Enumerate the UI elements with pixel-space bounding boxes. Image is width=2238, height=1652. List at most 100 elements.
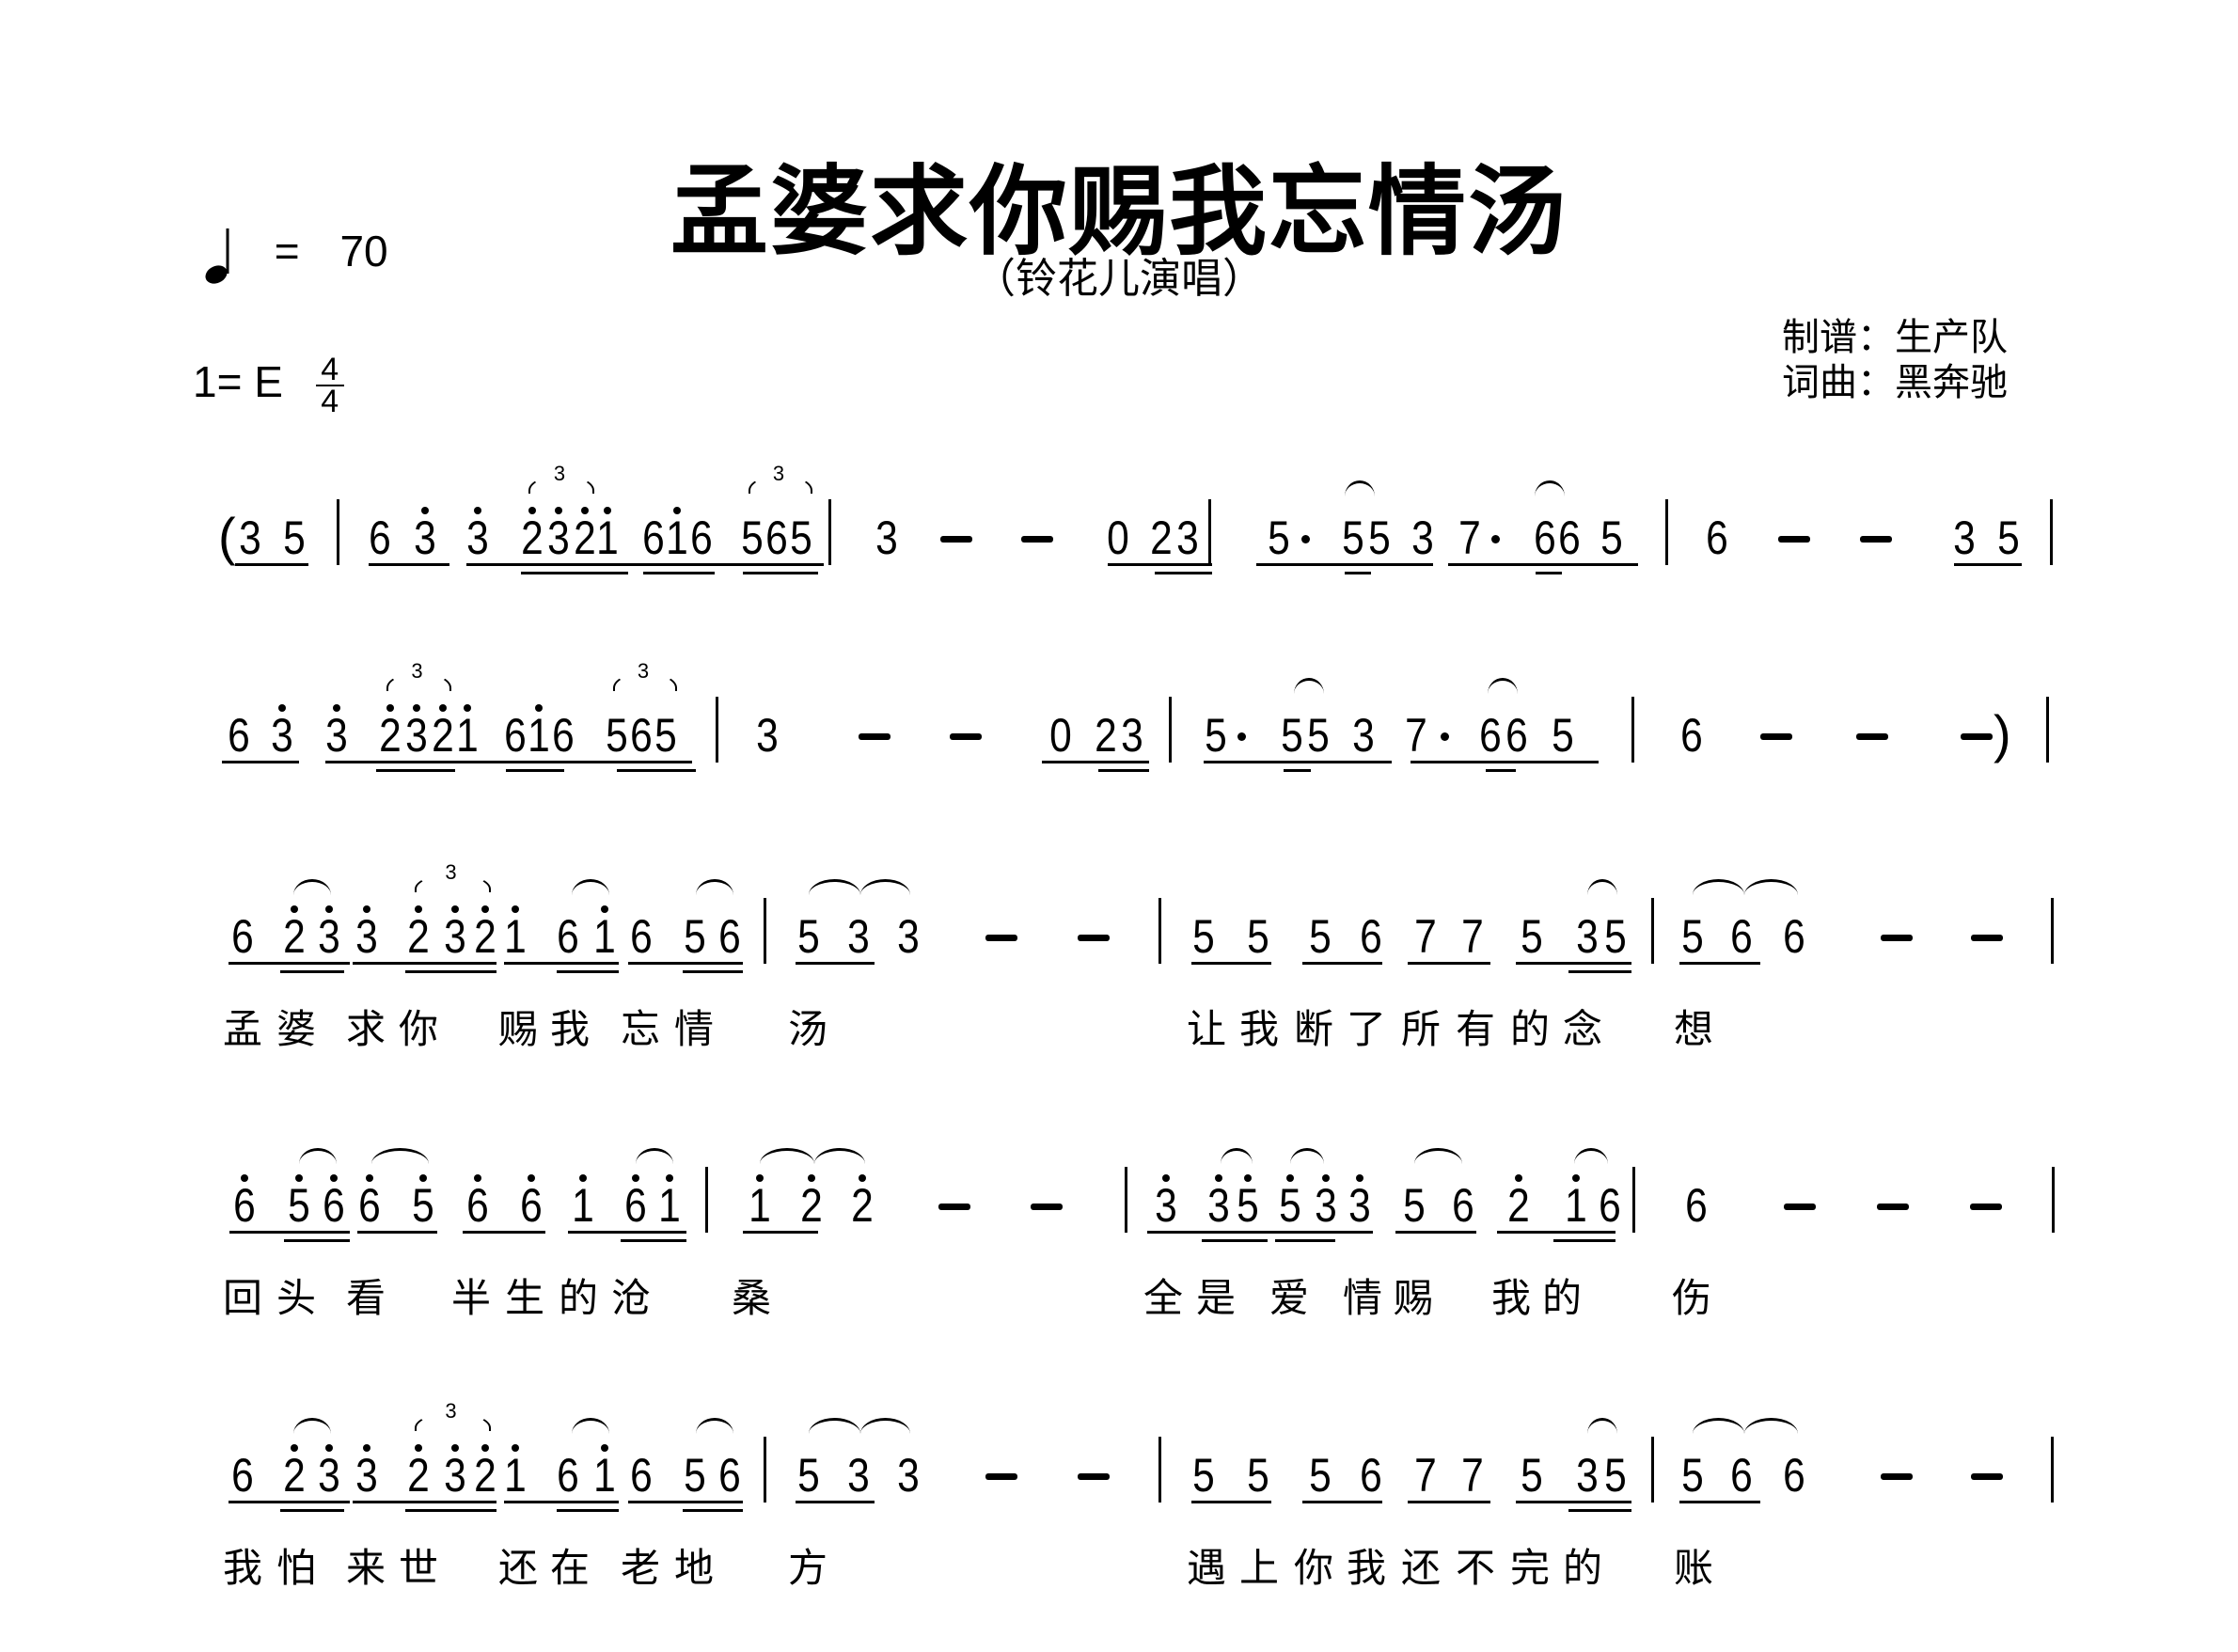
beam-underline — [557, 1509, 619, 1512]
octave-dot-above — [673, 507, 681, 514]
beam-underline — [280, 1509, 344, 1512]
beam-underline — [521, 572, 628, 574]
note-digit: 6 — [369, 511, 391, 564]
note-digit: 5 — [1279, 1179, 1301, 1232]
note-digit: 0 — [1107, 511, 1129, 564]
beam-underline — [222, 761, 299, 763]
slur-arc — [293, 879, 331, 895]
note-digit: 2 — [283, 1449, 306, 1502]
lyric-char: 断 — [1294, 1006, 1334, 1052]
beam-underline — [1679, 1501, 1760, 1503]
note-digit: 7 — [1458, 511, 1481, 564]
extension-dash — [1970, 1204, 2002, 1210]
beam-underline — [683, 1509, 743, 1512]
beam-underline — [1486, 769, 1516, 772]
note-digit: 5 — [1247, 1449, 1269, 1502]
lyric-char: 你 — [399, 1006, 439, 1052]
key-signature: 1= E 4 4 — [193, 354, 344, 417]
beam-underline — [621, 1239, 686, 1242]
extension-dash — [1778, 536, 1810, 543]
note-digit: 3 — [1352, 709, 1375, 762]
beam-underline — [1147, 1231, 1373, 1234]
note-digit: 1 — [596, 511, 619, 564]
octave-dot-above — [295, 1174, 303, 1182]
octave-dot-above — [421, 507, 429, 514]
note-digit: 5 — [1307, 709, 1330, 762]
note-digit: 3 — [875, 511, 898, 564]
barline — [1169, 697, 1172, 763]
note-digit: 2 — [474, 1449, 496, 1502]
note-digit: 0 — [1049, 709, 1072, 762]
lyric-char: 求 — [346, 1006, 386, 1052]
time-signature: 4 4 — [315, 354, 344, 417]
beam-underline — [1108, 563, 1212, 566]
octave-dot-above — [415, 905, 422, 913]
note-digit: 6 — [557, 1449, 579, 1502]
barline — [337, 499, 339, 565]
octave-dot-above — [366, 1174, 373, 1182]
octave-dot-above — [604, 507, 611, 514]
note-digit: 6 — [718, 1449, 741, 1502]
beam-underline — [1345, 572, 1371, 574]
beam-underline — [1954, 563, 2022, 566]
extension-dash — [938, 1204, 970, 1210]
beam-underline — [506, 769, 564, 772]
lyric-char: 情 — [1343, 1275, 1383, 1321]
lyric-char: 是 — [1196, 1275, 1237, 1321]
lyric-char: 情 — [674, 1006, 715, 1052]
extension-dash — [1971, 935, 2003, 941]
note-digit: 6 — [1599, 1179, 1621, 1232]
note-digit: 5 — [1268, 511, 1290, 564]
note-digit: 6 — [1360, 910, 1382, 963]
beam-underline — [357, 1231, 437, 1234]
beam-underline — [504, 962, 619, 965]
slur-arc — [809, 879, 860, 895]
note-digit: 5 — [1604, 910, 1627, 963]
note-digit: 6 — [690, 511, 713, 564]
note-digit: 7 — [1414, 1449, 1437, 1502]
note-digit: 6 — [520, 1179, 543, 1232]
extension-dash — [1078, 935, 1110, 941]
extension-dash — [1971, 1473, 2003, 1480]
note-digit: 5 — [1247, 910, 1269, 963]
note-digit: 3 — [466, 511, 489, 564]
note-digit: 3 — [897, 1449, 920, 1502]
note-digit: 3 — [1176, 511, 1199, 564]
note-digit: 3 — [1576, 1449, 1599, 1502]
note-digit: 3 — [1348, 1179, 1371, 1232]
note-digit: 6 — [557, 910, 579, 963]
slur-arc — [860, 879, 910, 895]
note-digit: 5 — [741, 511, 764, 564]
beam-underline — [353, 962, 496, 965]
octave-dot-above — [413, 704, 420, 712]
note-digit: 6 — [1783, 1449, 1805, 1502]
repeat-paren: ( — [218, 507, 236, 566]
extension-dash — [1961, 733, 1993, 740]
note-digit: 3 — [1155, 1179, 1177, 1232]
note-digit: 3 — [1121, 709, 1143, 762]
note-digit: 2 — [432, 709, 454, 762]
note-digit: 2 — [574, 511, 596, 564]
lyric-char: 赐 — [498, 1006, 539, 1052]
extension-dash — [1856, 733, 1888, 740]
lyric-char: 我 — [550, 1006, 591, 1052]
note-digit: 2 — [1507, 1179, 1530, 1232]
note-digit: 6 — [624, 1179, 647, 1232]
octave-dot-above — [325, 1444, 333, 1452]
lyric-char: 所 — [1401, 1006, 1442, 1052]
beam-underline — [628, 1501, 743, 1503]
lyric-char: 不 — [1456, 1545, 1496, 1591]
note-digit: 5 — [1997, 511, 2020, 564]
beam-underline — [1408, 962, 1490, 965]
lyric-char: 全 — [1143, 1275, 1184, 1321]
lyric-char: 半 — [451, 1275, 492, 1321]
beam-underline — [280, 970, 344, 973]
note-digit: 1 — [504, 910, 527, 963]
note-digit: 5 — [1403, 1179, 1426, 1232]
octave-dot-above — [1244, 1174, 1252, 1182]
extension-dash — [859, 733, 890, 740]
lyric-char: 我 — [1347, 1545, 1387, 1591]
note-digit: 6 — [1730, 1449, 1753, 1502]
beam-underline — [1568, 1509, 1631, 1512]
quarter-note-icon — [202, 227, 234, 284]
